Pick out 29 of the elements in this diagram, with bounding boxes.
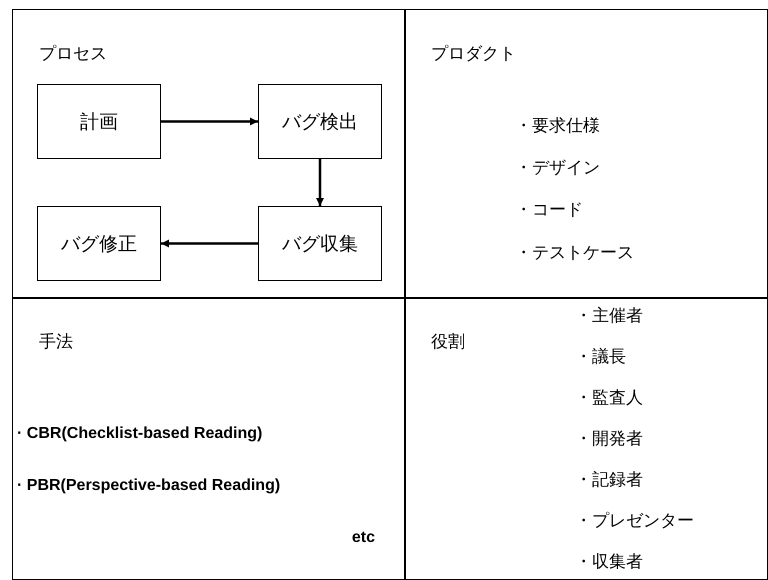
list-item: ・収集者 <box>575 552 643 572</box>
arrow <box>161 240 258 248</box>
process-box: バグ検出 <box>258 84 382 159</box>
list-item: ・監査人 <box>575 388 643 408</box>
list-item: ・開発者 <box>575 429 643 449</box>
table-cell <box>12 9 406 299</box>
arrow <box>316 159 324 206</box>
cell-heading: 役割 <box>431 332 465 352</box>
list-item: ・要求仕様 <box>515 116 600 136</box>
list-item: ・テストケース <box>515 243 634 263</box>
list-item: ・主催者 <box>575 306 643 326</box>
process-box: バグ修正 <box>37 206 161 281</box>
table-cell <box>404 9 768 299</box>
process-box: バグ収集 <box>258 206 382 281</box>
cell-heading: プロセス <box>39 44 107 64</box>
arrow <box>161 118 258 126</box>
list-item: ・プレゼンター <box>575 511 694 531</box>
cell-heading: 手法 <box>39 332 73 352</box>
table-cell <box>404 297 768 580</box>
list-item: ・議長 <box>575 347 626 367</box>
list-item: ・コード <box>515 200 583 220</box>
process-box: 計画 <box>37 84 161 159</box>
list-item: etc <box>352 528 375 548</box>
list-item: · PBR(Perspective-based Reading) <box>17 476 280 496</box>
table-cell <box>12 297 406 580</box>
list-item: ・デザイン <box>515 158 600 178</box>
cell-heading: プロダクト <box>431 44 516 64</box>
list-item: ・記録者 <box>575 470 643 490</box>
list-item: · CBR(Checklist-based Reading) <box>17 424 262 444</box>
